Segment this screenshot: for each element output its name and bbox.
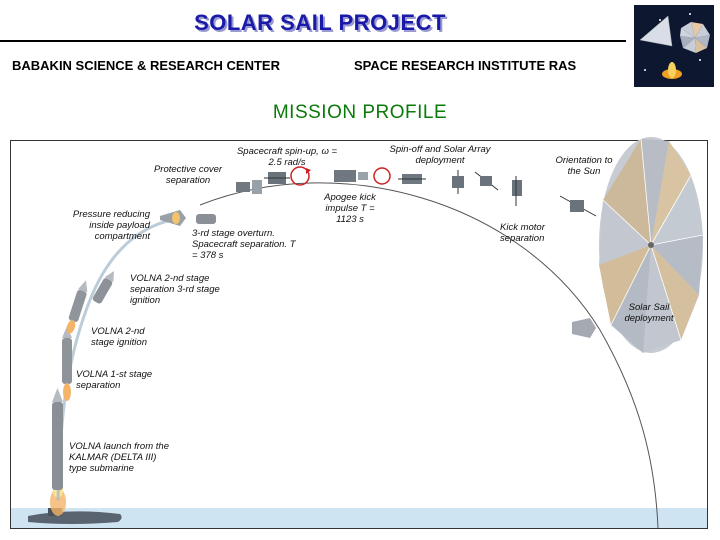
third-stage-overturn-icon <box>196 214 216 224</box>
label-protective-cover: Protective cover separation <box>153 164 223 186</box>
org-left: BABAKIN SCIENCE & RESEARCH CENTER <box>12 58 280 73</box>
orbit-trajectory <box>199 182 659 529</box>
label-spin-off: Spin-off and Solar Array deployment <box>389 144 491 166</box>
rocket-second-stage-icon <box>66 280 88 334</box>
label-volna2-sep: VOLNA 2-nd stage separation 3-rd stage i… <box>130 273 220 306</box>
label-pressure: Pressure reducing inside payload compart… <box>72 209 150 242</box>
spin-up-spacecraft-icon <box>264 172 290 184</box>
rocket-third-stage-icon <box>92 270 114 304</box>
ocean-surface <box>11 508 707 528</box>
mission-profile-title: MISSION PROFILE <box>272 102 448 123</box>
diagram-frame <box>10 140 708 529</box>
label-volna1-sep: VOLNA 1-st stage separation <box>76 369 153 391</box>
label-third-stage: 3-rd stage overturn. Spacecraft separati… <box>192 228 296 261</box>
org-right: SPACE RESEARCH INSTITUTE RAS <box>354 58 577 73</box>
array-deployment-icon-1 <box>452 170 464 194</box>
rocket-first-stage-icon <box>62 326 72 401</box>
rocket-launch-icon <box>52 388 63 490</box>
label-solar-sail: Solar Sail deployment <box>624 302 674 324</box>
sail-capsule-icon <box>572 318 596 338</box>
payload-fairing-icon <box>160 210 186 226</box>
array-deployment-icon-2 <box>474 171 499 191</box>
cover-separation-icon <box>236 180 262 194</box>
page-title: SOLAR SAIL PROJECT <box>194 10 446 35</box>
label-volna2-ign: VOLNA 2-nd stage ignition <box>91 326 147 348</box>
label-apogee: Apogee kick impulse T = 1123 s <box>324 192 376 225</box>
kick-motor-separation-icon <box>512 176 522 206</box>
spin-arrow-icon <box>290 166 310 186</box>
apogee-spin-arrow-icon <box>373 167 391 185</box>
label-kick-motor: Kick motor separation <box>500 222 545 244</box>
solar-sail-icon <box>599 137 704 353</box>
spin-off-spacecraft-icon <box>398 174 426 184</box>
orientation-spacecraft-icon <box>559 195 597 217</box>
label-launch: VOLNA launch from the KALMAR (DELTA III)… <box>69 441 169 474</box>
label-orientation: Orientation to the Sun <box>555 155 613 177</box>
label-spin-up: Spacecraft spin-up, ω = 2.5 rad/s <box>236 146 338 168</box>
apogee-kick-spacecraft-icon <box>334 170 368 182</box>
title-divider <box>0 40 626 42</box>
